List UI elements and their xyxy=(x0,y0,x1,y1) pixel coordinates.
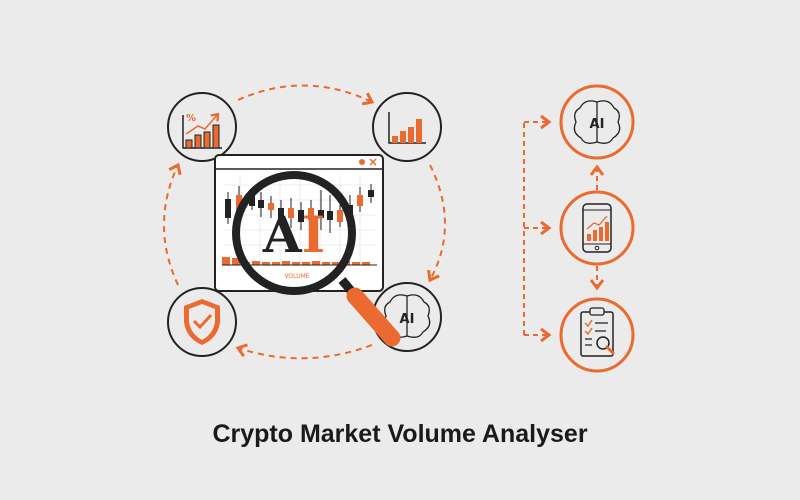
volume-bar xyxy=(322,262,330,265)
candle-body xyxy=(337,210,343,222)
candle-body xyxy=(318,210,324,218)
volume-bar xyxy=(362,262,370,265)
page-title: Crypto Market Volume Analyser xyxy=(212,420,588,448)
growth-chart-icon: % xyxy=(167,92,237,162)
volume-bar xyxy=(232,258,240,265)
volume-bar xyxy=(332,262,340,265)
volume-bar xyxy=(312,261,320,265)
volume-bar xyxy=(292,262,300,265)
shield-check-icon xyxy=(167,287,237,357)
percent-label: % xyxy=(186,113,196,124)
volume-bar xyxy=(222,257,230,265)
volume-bar xyxy=(262,262,270,265)
candle-body xyxy=(288,208,294,218)
candle-body xyxy=(236,195,242,212)
volume-bar xyxy=(352,262,360,265)
candle-body xyxy=(258,200,264,208)
flow-ai-label: AI xyxy=(590,117,605,132)
magnifier-icon: AI xyxy=(232,171,401,347)
candle-body xyxy=(308,208,314,220)
bar-chart-icon xyxy=(372,92,442,162)
magnifier-ai-text: AI xyxy=(262,205,325,264)
candle-body xyxy=(368,190,374,197)
volume-label: VOLUME xyxy=(284,273,309,280)
volume-bar xyxy=(272,262,280,265)
flow-ai-brain-icon: AI xyxy=(559,84,635,160)
flow-arrows xyxy=(523,114,605,343)
smartphone-chart-icon xyxy=(559,190,635,266)
candle-body xyxy=(249,196,255,206)
ai-label: AI xyxy=(400,312,415,327)
volume-bar xyxy=(302,262,310,265)
volume-bar xyxy=(282,261,290,265)
candle-body xyxy=(225,199,231,218)
close-icon xyxy=(369,158,377,166)
window-dot-icon xyxy=(359,159,365,165)
volume-bar xyxy=(252,261,260,265)
candle-body xyxy=(268,203,274,210)
candle-body xyxy=(278,208,284,220)
clipboard-search-icon xyxy=(559,297,635,373)
candle-body xyxy=(327,211,333,220)
candle-body xyxy=(357,195,363,206)
cycle-arrows xyxy=(163,84,446,360)
candle-body xyxy=(298,210,304,222)
